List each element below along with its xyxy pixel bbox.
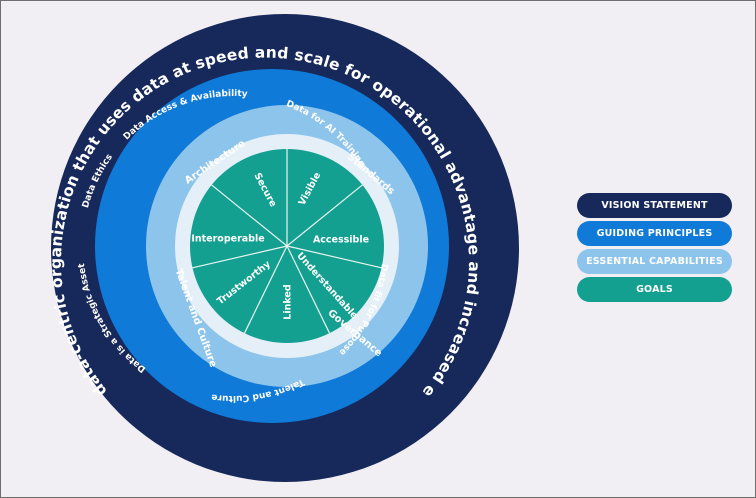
goal-linked: Linked xyxy=(283,284,294,319)
strategy-wheel-diagram: DOD is a data-centric organization that … xyxy=(0,0,519,482)
goal-divider xyxy=(286,245,331,334)
goal-divider xyxy=(286,245,382,269)
legend: VISION STATEMENT GUIDING PRINCIPLES ESSE… xyxy=(577,193,732,305)
legend-goals: GOALS xyxy=(577,277,732,302)
goal-divider xyxy=(192,245,288,269)
goal-divider xyxy=(211,184,288,247)
goal-divider xyxy=(243,245,288,334)
goal-divider xyxy=(286,184,363,247)
legend-guiding-principles: GUIDING PRINCIPLES xyxy=(577,221,732,246)
goal-interoperable: Interoperable xyxy=(191,234,264,245)
legend-essential-capabilities: ESSENTIAL CAPABILITIES xyxy=(577,249,732,274)
guiding-principle-collective-data-stewardship: Collective Data Stewardship xyxy=(0,0,4,3)
legend-vision-statement: VISION STATEMENT xyxy=(577,193,732,218)
goal-accessible: Accessible xyxy=(313,235,369,246)
